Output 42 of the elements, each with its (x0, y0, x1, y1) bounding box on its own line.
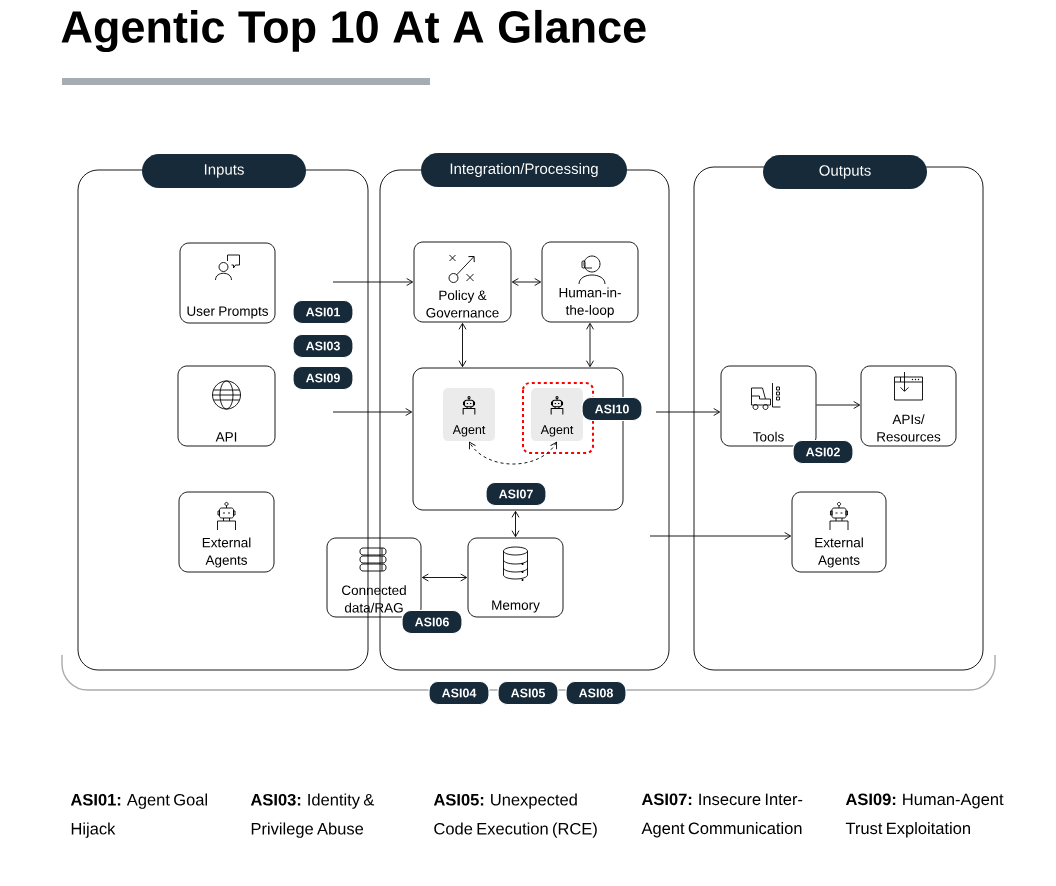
arrow (458, 322, 467, 368)
title: Agentic Top 10 At A Glance (61, 9, 646, 53)
arrow (511, 278, 542, 286)
arrow (421, 573, 468, 582)
arrow (332, 278, 414, 286)
component-box: Memory (467, 537, 564, 618)
component-box: User Prompts (179, 242, 276, 324)
risk-badge: ASI05 (497, 680, 559, 706)
risk-badge: ASI10 (581, 396, 643, 422)
component-box: External Agents (178, 491, 275, 573)
arrow (655, 408, 721, 416)
arrow (649, 532, 792, 540)
risk-description: ASI01: Agent Goal Hijack (70, 793, 207, 838)
component-box: Policy & Governance (413, 241, 512, 323)
component-box: APIs/ Resources (860, 365, 957, 447)
component-box: Connected data/RAG (326, 537, 422, 618)
panel-heading: Outputs (763, 155, 927, 189)
risk-badge: ASI04 (428, 680, 490, 706)
panel-heading: Inputs (142, 154, 306, 188)
arrow (816, 401, 861, 409)
panel-heading: Integration/Processing (421, 153, 627, 187)
component-box: Human-in-the-loop (541, 241, 639, 323)
risk-badge: ASI03 (292, 333, 354, 359)
risk-badge: ASI09 (292, 365, 354, 391)
agent-card: Agent (531, 388, 583, 441)
arrow (332, 408, 413, 416)
arrow (468, 441, 558, 465)
component-box: API (177, 365, 276, 447)
risk-badge: ASI07 (485, 481, 547, 507)
risk-description: ASI03: Identity & Privilege Abuse (250, 793, 375, 838)
agent-card: Agent (443, 388, 495, 441)
risk-badge: ASI08 (565, 680, 627, 706)
arrow (511, 510, 520, 538)
arrow (586, 322, 594, 368)
risk-description: ASI09: Human-Agent Trust Exploitation (845, 793, 1004, 838)
risk-badge: ASI02 (792, 439, 854, 465)
risk-description: ASI07: Insecure Inter-Agent Communication (641, 793, 803, 838)
risk-description: ASI05: Unexpected Code Execution (RCE) (433, 793, 597, 838)
component-box: Tools (720, 365, 817, 447)
component-box: External Agents (791, 491, 887, 573)
column-panel (693, 155, 984, 671)
risk-badge: ASI01 (292, 299, 354, 325)
